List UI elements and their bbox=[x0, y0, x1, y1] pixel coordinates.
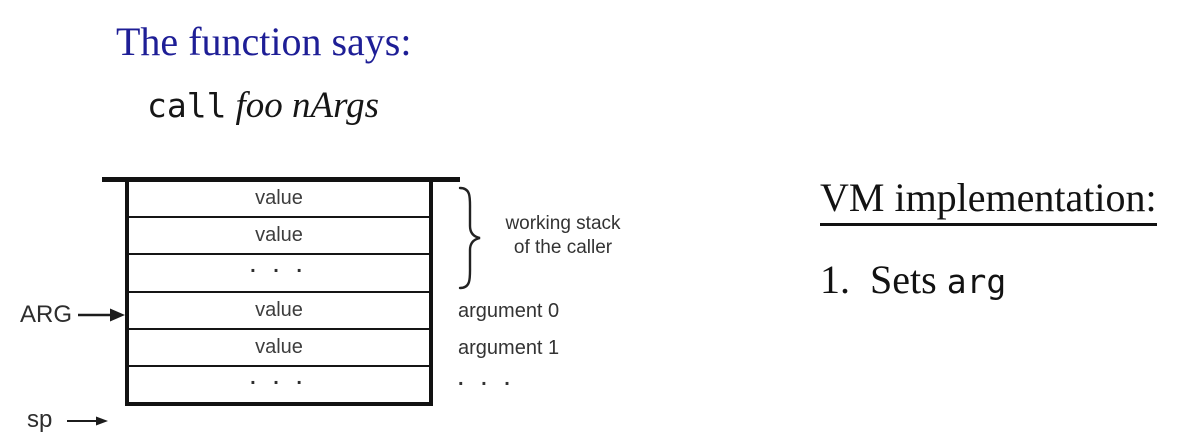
call-operands: foo nArgs bbox=[235, 85, 380, 126]
stack-row-ellipsis: . . . bbox=[129, 253, 429, 290]
sp-pointer-label: sp bbox=[27, 406, 53, 433]
argument1-annotation: argument 1 bbox=[458, 337, 560, 359]
ellipsis-annotation-label: . . . bbox=[458, 368, 516, 390]
vm-step-text: Sets bbox=[870, 257, 937, 302]
stack-row-label: value bbox=[255, 335, 303, 358]
arg-arrow-icon bbox=[78, 308, 125, 322]
ellipsis-annotation: . . . bbox=[458, 368, 516, 396]
stack-row: value bbox=[129, 290, 429, 328]
stack-row-ellipsis: . . . bbox=[129, 364, 429, 402]
stack-row: value bbox=[129, 181, 429, 216]
stack-row-label: value bbox=[255, 224, 303, 247]
page-title: The function says: bbox=[116, 19, 412, 64]
working-stack-annotation-line1: working stack bbox=[505, 213, 621, 234]
working-stack-annotation-line2: of the caller bbox=[513, 237, 613, 258]
call-keyword: call bbox=[147, 86, 227, 125]
stack-row-label: . . . bbox=[250, 366, 308, 389]
arg-pointer-label: ARG bbox=[20, 301, 73, 328]
stack-row: value bbox=[129, 327, 429, 365]
working-stack-annotation: working stack of the caller bbox=[488, 212, 638, 260]
stack-row-label: . . . bbox=[250, 255, 308, 278]
vm-implementation-heading: VM implementation: bbox=[820, 174, 1157, 226]
brace-icon bbox=[458, 186, 481, 290]
stack-row: value bbox=[129, 216, 429, 253]
vm-step-number: 1. bbox=[820, 257, 850, 302]
stack-row-label: value bbox=[255, 298, 303, 321]
stack-top-line bbox=[102, 177, 460, 182]
vm-step-code: arg bbox=[946, 262, 1007, 301]
stack-row-label: value bbox=[255, 187, 303, 210]
sp-arrow-icon bbox=[67, 416, 108, 426]
argument0-annotation: argument 0 bbox=[458, 300, 560, 322]
stack-box: value value . . . value value . . . bbox=[125, 181, 433, 406]
